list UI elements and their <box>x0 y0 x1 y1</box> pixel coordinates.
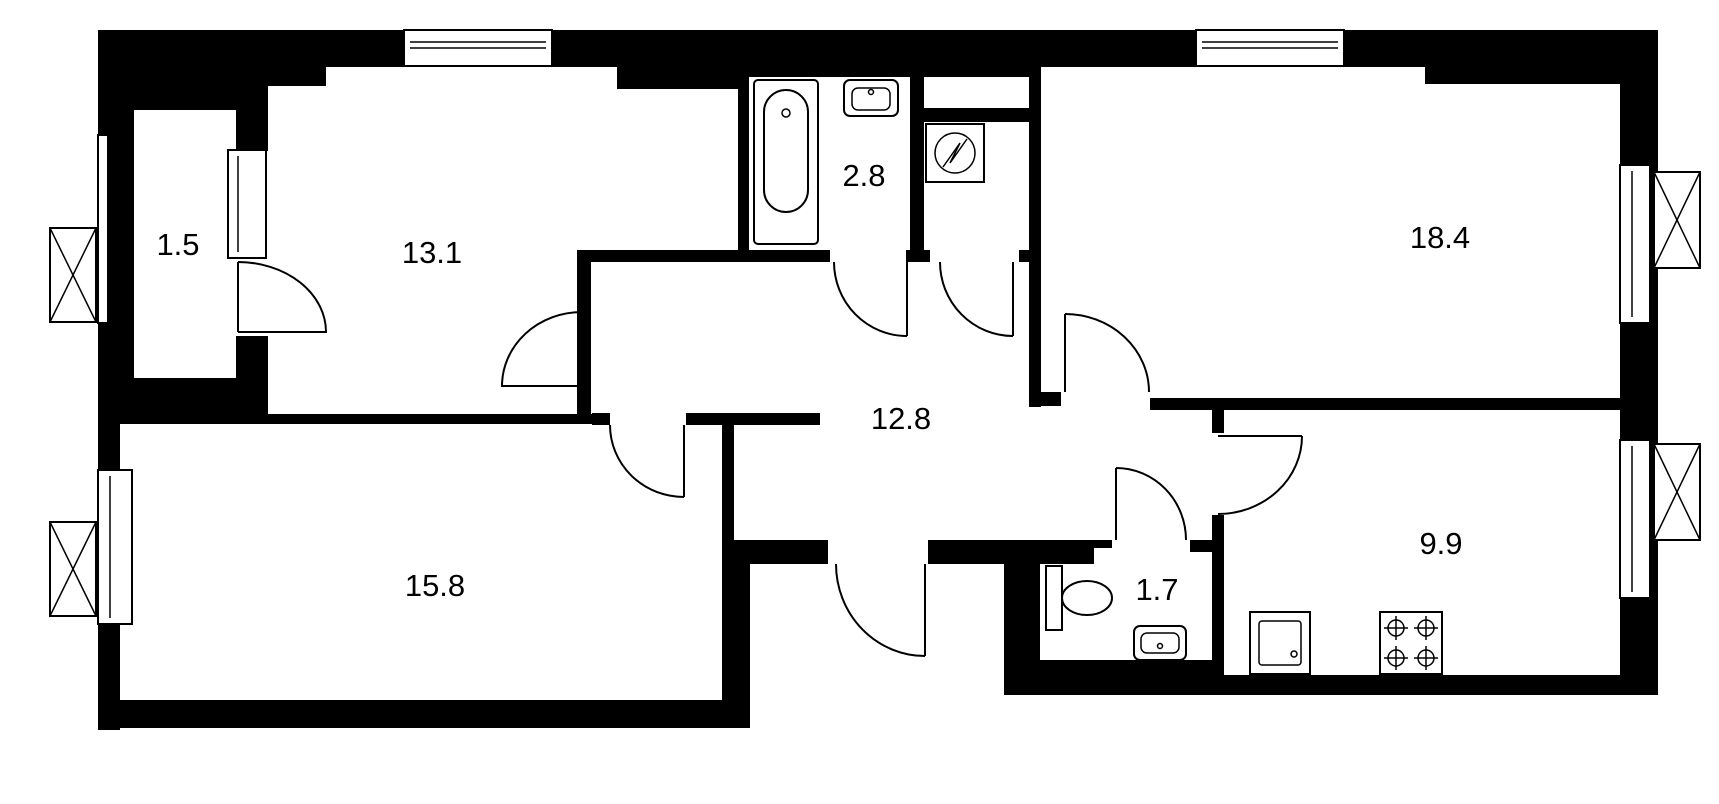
room-area-bedroom-bottom-left: 15.8 <box>405 568 465 603</box>
door-icon <box>1217 435 1303 515</box>
door-icon <box>237 261 328 333</box>
fixtures <box>753 79 1443 675</box>
room-area-bedroom-top-left: 13.1 <box>402 235 462 270</box>
interior-walls <box>98 67 1620 675</box>
window-icon <box>1195 29 1345 67</box>
room-area-toilet: 1.7 <box>1135 572 1178 607</box>
toilet-icon <box>1045 565 1113 631</box>
ac-unit-icon <box>1653 171 1701 269</box>
room-labels: 1.5 13.1 2.8 18.4 12.8 15.8 1.7 9.9 <box>156 158 1470 607</box>
window-icon <box>1619 439 1651 599</box>
doors <box>237 261 1303 657</box>
window-icon <box>97 469 133 625</box>
room-area-bathroom: 2.8 <box>842 158 885 193</box>
room-area-balcony-left: 1.5 <box>156 227 199 262</box>
sink-icon <box>843 79 899 117</box>
door-icon <box>833 261 908 337</box>
sink-icon <box>1133 625 1187 661</box>
room-area-kitchen: 9.9 <box>1419 526 1462 561</box>
ac-unit-icon <box>1653 443 1701 541</box>
room-area-bedroom-top-right: 18.4 <box>1410 220 1470 255</box>
windows <box>97 29 1651 625</box>
ac-unit-icon <box>49 521 97 617</box>
door-icon <box>1064 313 1150 393</box>
door-icon <box>500 311 583 387</box>
window-icon <box>403 29 553 67</box>
window-icon <box>97 134 109 324</box>
room-area-hallway: 12.8 <box>871 401 931 436</box>
boiler-icon <box>925 123 985 183</box>
window-icon <box>227 149 267 259</box>
ac-units <box>49 171 1701 617</box>
door-icon <box>1115 467 1187 541</box>
window-icon <box>1619 164 1651 324</box>
door-icon <box>835 563 926 657</box>
bathtub-icon <box>753 79 819 245</box>
door-icon <box>609 424 685 498</box>
ac-unit-icon <box>49 227 97 323</box>
stove-icon <box>1379 611 1443 675</box>
kitchen-sink-icon <box>1249 611 1311 675</box>
door-icon <box>939 261 1014 337</box>
